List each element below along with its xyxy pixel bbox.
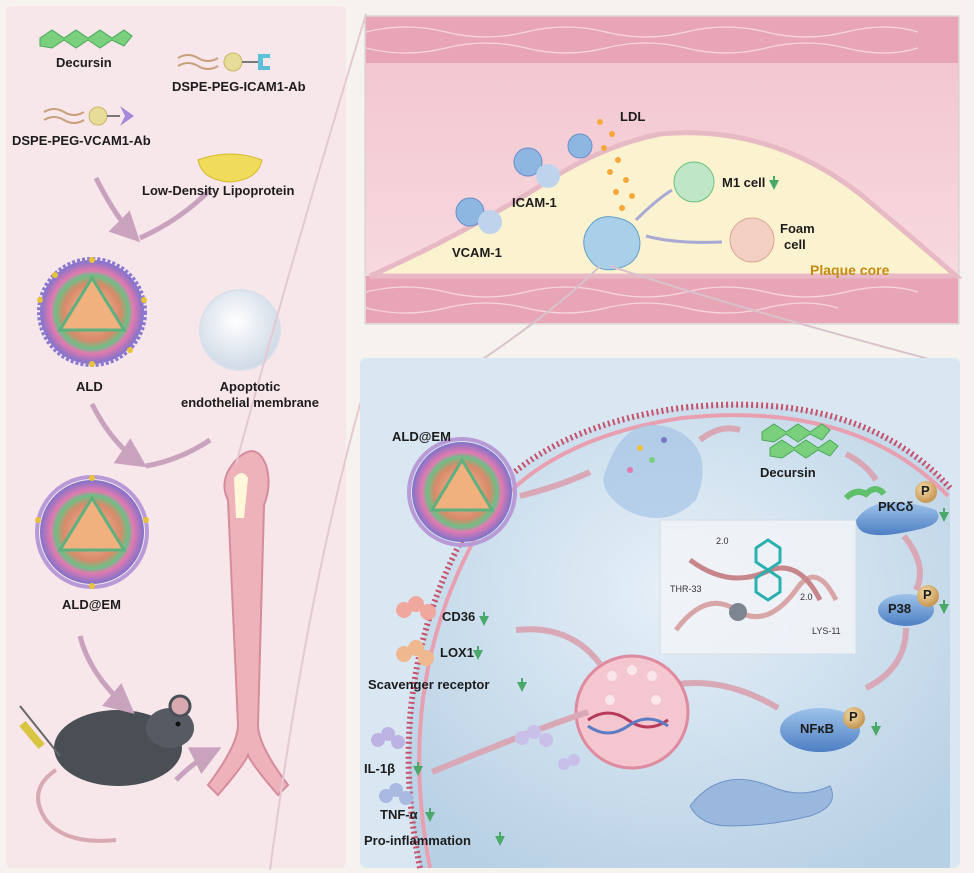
pkc-phospho-badge [915, 481, 937, 503]
docking-sphere-icon [729, 603, 747, 621]
arrow-mouse-to-artery [174, 747, 222, 782]
syringe-icon [19, 705, 61, 757]
arrow-components-to-ald [93, 176, 141, 243]
arrow-to-m1 [634, 188, 673, 222]
foam-cell-icon [729, 217, 775, 263]
arrow-to-foam [645, 234, 723, 244]
label-il1b: IL-1β [364, 761, 396, 776]
label-m1-cell: M1 cell [722, 175, 766, 190]
ald-em-cell-icon [407, 437, 517, 547]
label-docking-dist1: 2.0 [716, 536, 729, 546]
label-decursin: Decursin [56, 55, 112, 70]
arrow-decursin-to-pkc [844, 451, 879, 482]
label-nfkb: NFκB [800, 721, 834, 736]
label-p38: P38 [888, 601, 912, 616]
cell-membrane-inner [417, 413, 950, 869]
pkc-green-cluster-icon [843, 486, 887, 501]
label-proinflam: Pro-inflammation [364, 833, 471, 848]
nanoparticle-icam-icon [513, 147, 560, 188]
m1-cell-icon [673, 161, 715, 203]
zoom-line-top [235, 13, 367, 465]
ldl-particle-icon [197, 153, 263, 183]
label-scavenger: Scavenger receptor [368, 677, 490, 692]
label-vcam-lipid: DSPE-PEG-VCAM1-Ab [12, 133, 151, 148]
arrow-nfkb-to-nucleus [677, 680, 780, 711]
artery-icon [206, 450, 290, 797]
nfkb-phospho-badge [843, 707, 865, 729]
label-ald: ALD [76, 379, 103, 394]
cd36-receptor-icon [396, 596, 436, 620]
vessel-wall-bottom [366, 276, 958, 323]
label-cell-ald-em: ALD@EM [392, 429, 451, 444]
label-ldl-full: Low-Density Lipoprotein [142, 183, 295, 198]
label-icam: ICAM-1 [512, 195, 557, 210]
arrow-ald-to-aldem [89, 402, 147, 468]
arrow-aldem-to-mouse [77, 635, 135, 714]
nanoparticle-ldl-icon [567, 133, 593, 159]
pkc-node [856, 502, 939, 536]
label-cd36: CD36 [442, 609, 476, 624]
nfkb-node [780, 708, 860, 752]
apoptotic-membrane-icon [199, 289, 281, 371]
arrow-p38-to-nfkb [864, 627, 909, 691]
decursin-cell-molecule-icon [761, 423, 839, 459]
macrophage-icon [583, 216, 641, 271]
mouse-icon [36, 694, 194, 843]
left-panel [6, 6, 346, 868]
arrow-membrane-to-aldem [145, 437, 212, 469]
il1b-cytokine-icon [371, 727, 405, 749]
label-apoptotic-line1: Apoptotic [219, 379, 281, 394]
label-pkc-p: P [921, 483, 930, 498]
nucleus-icon [574, 654, 690, 770]
label-docking-dist2: 2.0 [800, 592, 813, 602]
label-nfkb-p: P [849, 709, 858, 724]
ldl-particles-icon [597, 119, 635, 211]
label-icam-lipid: DSPE-PEG-ICAM1-Ab [172, 79, 306, 94]
p38-phospho-badge [917, 585, 939, 607]
endothelial-cells-bottom [365, 286, 919, 314]
arrow-ldl-to-ald [138, 188, 212, 241]
docking-box [659, 519, 857, 655]
endothelial-cells-top [365, 26, 919, 54]
label-foam-line1: Foam [780, 221, 815, 236]
label-cell-decursin: Decursin [760, 465, 816, 480]
label-foam-line2: cell [784, 237, 806, 252]
arrow-pkc-to-p38 [901, 534, 923, 592]
label-ldl: LDL [620, 109, 646, 124]
label-pkc: PKCδ [878, 499, 914, 514]
icam-lipid-icon [177, 52, 270, 72]
label-vcam: VCAM-1 [452, 245, 502, 260]
arrow-to-decursin [698, 425, 741, 443]
label-ald-em: ALD@EM [62, 597, 121, 612]
label-docking-res1: THR-33 [670, 584, 702, 594]
tnfa-cytokine-icon [379, 783, 413, 805]
nanoparticle-vcam-icon [455, 197, 502, 234]
label-tnfa: TNF-α [380, 807, 418, 822]
lox1-receptor-icon [396, 640, 434, 666]
vcam-lipid-icon [43, 106, 134, 126]
vessel-wall-top [366, 17, 958, 63]
released-contents-icon [603, 425, 703, 518]
decursin-molecule-icon [39, 29, 133, 49]
ald-nanoparticle-icon [37, 257, 147, 367]
zoom-line-bottom [269, 369, 371, 871]
arrow-aldem-to-endosome [519, 469, 592, 499]
ligand-structure-icon [754, 538, 782, 602]
label-apoptotic-line2: endothelial membrane [181, 395, 319, 410]
er-icon [689, 778, 833, 827]
ald-em-nanoparticle-icon [35, 475, 149, 589]
label-docking-res2: LYS-11 [812, 626, 841, 636]
cytosolic-cytokines-icon [515, 725, 580, 770]
label-lox1: LOX1 [440, 645, 474, 660]
zoom-line-cell-right [609, 265, 941, 363]
arrow-nucleus-to-receptors [515, 626, 603, 666]
label-p38-p: P [923, 587, 932, 602]
label-plaque-core: Plaque core [810, 262, 890, 278]
